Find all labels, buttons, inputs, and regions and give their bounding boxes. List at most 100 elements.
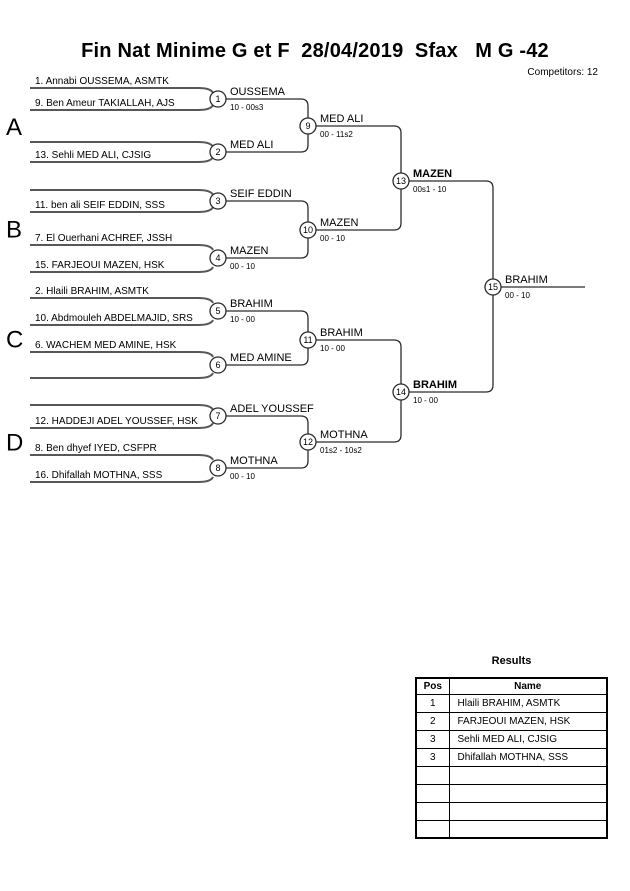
match-circle-8 (209, 459, 227, 477)
match-circle-7 (209, 407, 227, 425)
match-circle-2 (209, 143, 227, 161)
match-score: 00 - 10 (230, 472, 255, 481)
match-circle-1 (209, 90, 227, 108)
competitors-count: Competitors: 12 (527, 67, 598, 78)
bracket-connector (226, 310, 309, 332)
bracket-slot-line (30, 454, 214, 461)
match-score: 10 - 00 (413, 396, 438, 405)
bracket-slot-line (30, 206, 214, 213)
group-letter-b: B (6, 217, 22, 244)
player-name: 9. Ben Ameur TAKIALLAH, AJS (35, 98, 175, 109)
match-score: 00 - 10 (505, 291, 530, 300)
match-number: 10 (303, 225, 313, 235)
player-name: 16. Dhifallah MOTHNA, SSS (35, 470, 163, 481)
results-header-name: Name (448, 677, 608, 695)
player-name: 12. HADDEJI ADEL YOUSSEF, HSK (35, 416, 198, 427)
winner-name: MED ALI (230, 139, 273, 151)
match-circle-13 (392, 172, 410, 190)
result-pos: 3 (415, 747, 450, 767)
results-header-pos: Pos (415, 677, 450, 695)
winner-name: OUSSEMA (230, 86, 286, 98)
match-score: 10 - 00s3 (230, 103, 264, 112)
bracket-connector (316, 339, 402, 384)
player-name: 10. Abdmouleh ABDELMAJID, SRS (35, 313, 193, 324)
match-number: 12 (303, 437, 313, 447)
winner-name: ADEL YOUSSEF (230, 403, 314, 415)
match-circle-4 (209, 249, 227, 267)
result-name (448, 783, 608, 803)
results-empty-row (415, 765, 608, 785)
match-circle-3 (209, 192, 227, 210)
match-number: 4 (215, 253, 220, 263)
match-score: 00 - 10 (230, 262, 255, 271)
results-empty-row (415, 801, 608, 821)
match-score: 01s2 - 10s2 (320, 446, 362, 455)
winner-name: SEIF EDDIN (230, 188, 292, 200)
player-name: 7. El Ouerhani ACHREF, JSSH (35, 233, 172, 244)
match-score: 00 - 10 (320, 234, 345, 243)
bracket-connector (226, 200, 309, 222)
match-score: 00 - 11s2 (320, 130, 353, 139)
winner-name: BRAHIM (320, 327, 363, 339)
match-number: 6 (215, 360, 220, 370)
match-score: 00s1 - 10 (413, 185, 447, 194)
bracket-slot-line (30, 141, 214, 148)
bracket-slot-line (30, 189, 214, 196)
result-pos (415, 801, 450, 821)
group-letter-a: A (6, 114, 22, 141)
match-number: 15 (488, 282, 498, 292)
bracket-connector (226, 98, 309, 118)
group-letter-c: C (6, 327, 23, 354)
result-pos (415, 765, 450, 785)
result-name (448, 765, 608, 785)
winner-name: MAZEN (413, 168, 452, 180)
group-letter-d: D (6, 430, 23, 457)
bracket-connector (409, 295, 494, 393)
bracket-slot-line (30, 422, 214, 429)
winner-name: MOTHNA (320, 429, 368, 441)
winner-name: MAZEN (230, 245, 269, 257)
player-name: 2. Hlaili BRAHIM, ASMTK (35, 286, 149, 297)
result-name (448, 801, 608, 821)
results-title: Results (491, 655, 532, 667)
match-number: 9 (305, 121, 310, 131)
bracket-connector (226, 238, 309, 259)
match-circle-6 (209, 356, 227, 374)
result-pos: 3 (415, 729, 450, 749)
results-header-row: Pos Name (415, 677, 608, 695)
results-empty-row (415, 783, 608, 803)
player-name: 13. Sehli MED ALI, CJSIG (35, 150, 151, 161)
match-circle-11 (299, 331, 317, 349)
winner-name: MAZEN (320, 217, 359, 229)
result-pos: 2 (415, 711, 450, 731)
match-number: 8 (215, 463, 220, 473)
match-score: 10 - 00 (320, 344, 345, 353)
match-circle-15 (484, 278, 502, 296)
match-number: 5 (215, 306, 220, 316)
match-number: 14 (396, 387, 406, 397)
match-score: 10 - 00 (230, 315, 255, 324)
match-circle-10 (299, 221, 317, 239)
player-name: 11. ben ali SEIF EDDIN, SSS (35, 200, 165, 211)
result-pos (415, 783, 450, 803)
winner-name: MOTHNA (230, 455, 278, 467)
bracket-connector (226, 415, 309, 434)
result-name: FARJEOUI MAZEN, HSK (448, 711, 608, 731)
bracket-connector (226, 450, 309, 469)
match-circle-12 (299, 433, 317, 451)
bracket-slot-line (30, 297, 214, 304)
results-empty-row (415, 819, 608, 839)
result-name: Hlaili BRAHIM, ASMTK (448, 693, 608, 713)
bracket-slot-line (30, 319, 214, 326)
bracket-connector (316, 400, 402, 443)
result-name: Sehli MED ALI, CJSIG (448, 729, 608, 749)
result-name: Dhifallah MOTHNA, SSS (448, 747, 608, 767)
match-number: 1 (215, 94, 220, 104)
match-number: 7 (215, 411, 220, 421)
